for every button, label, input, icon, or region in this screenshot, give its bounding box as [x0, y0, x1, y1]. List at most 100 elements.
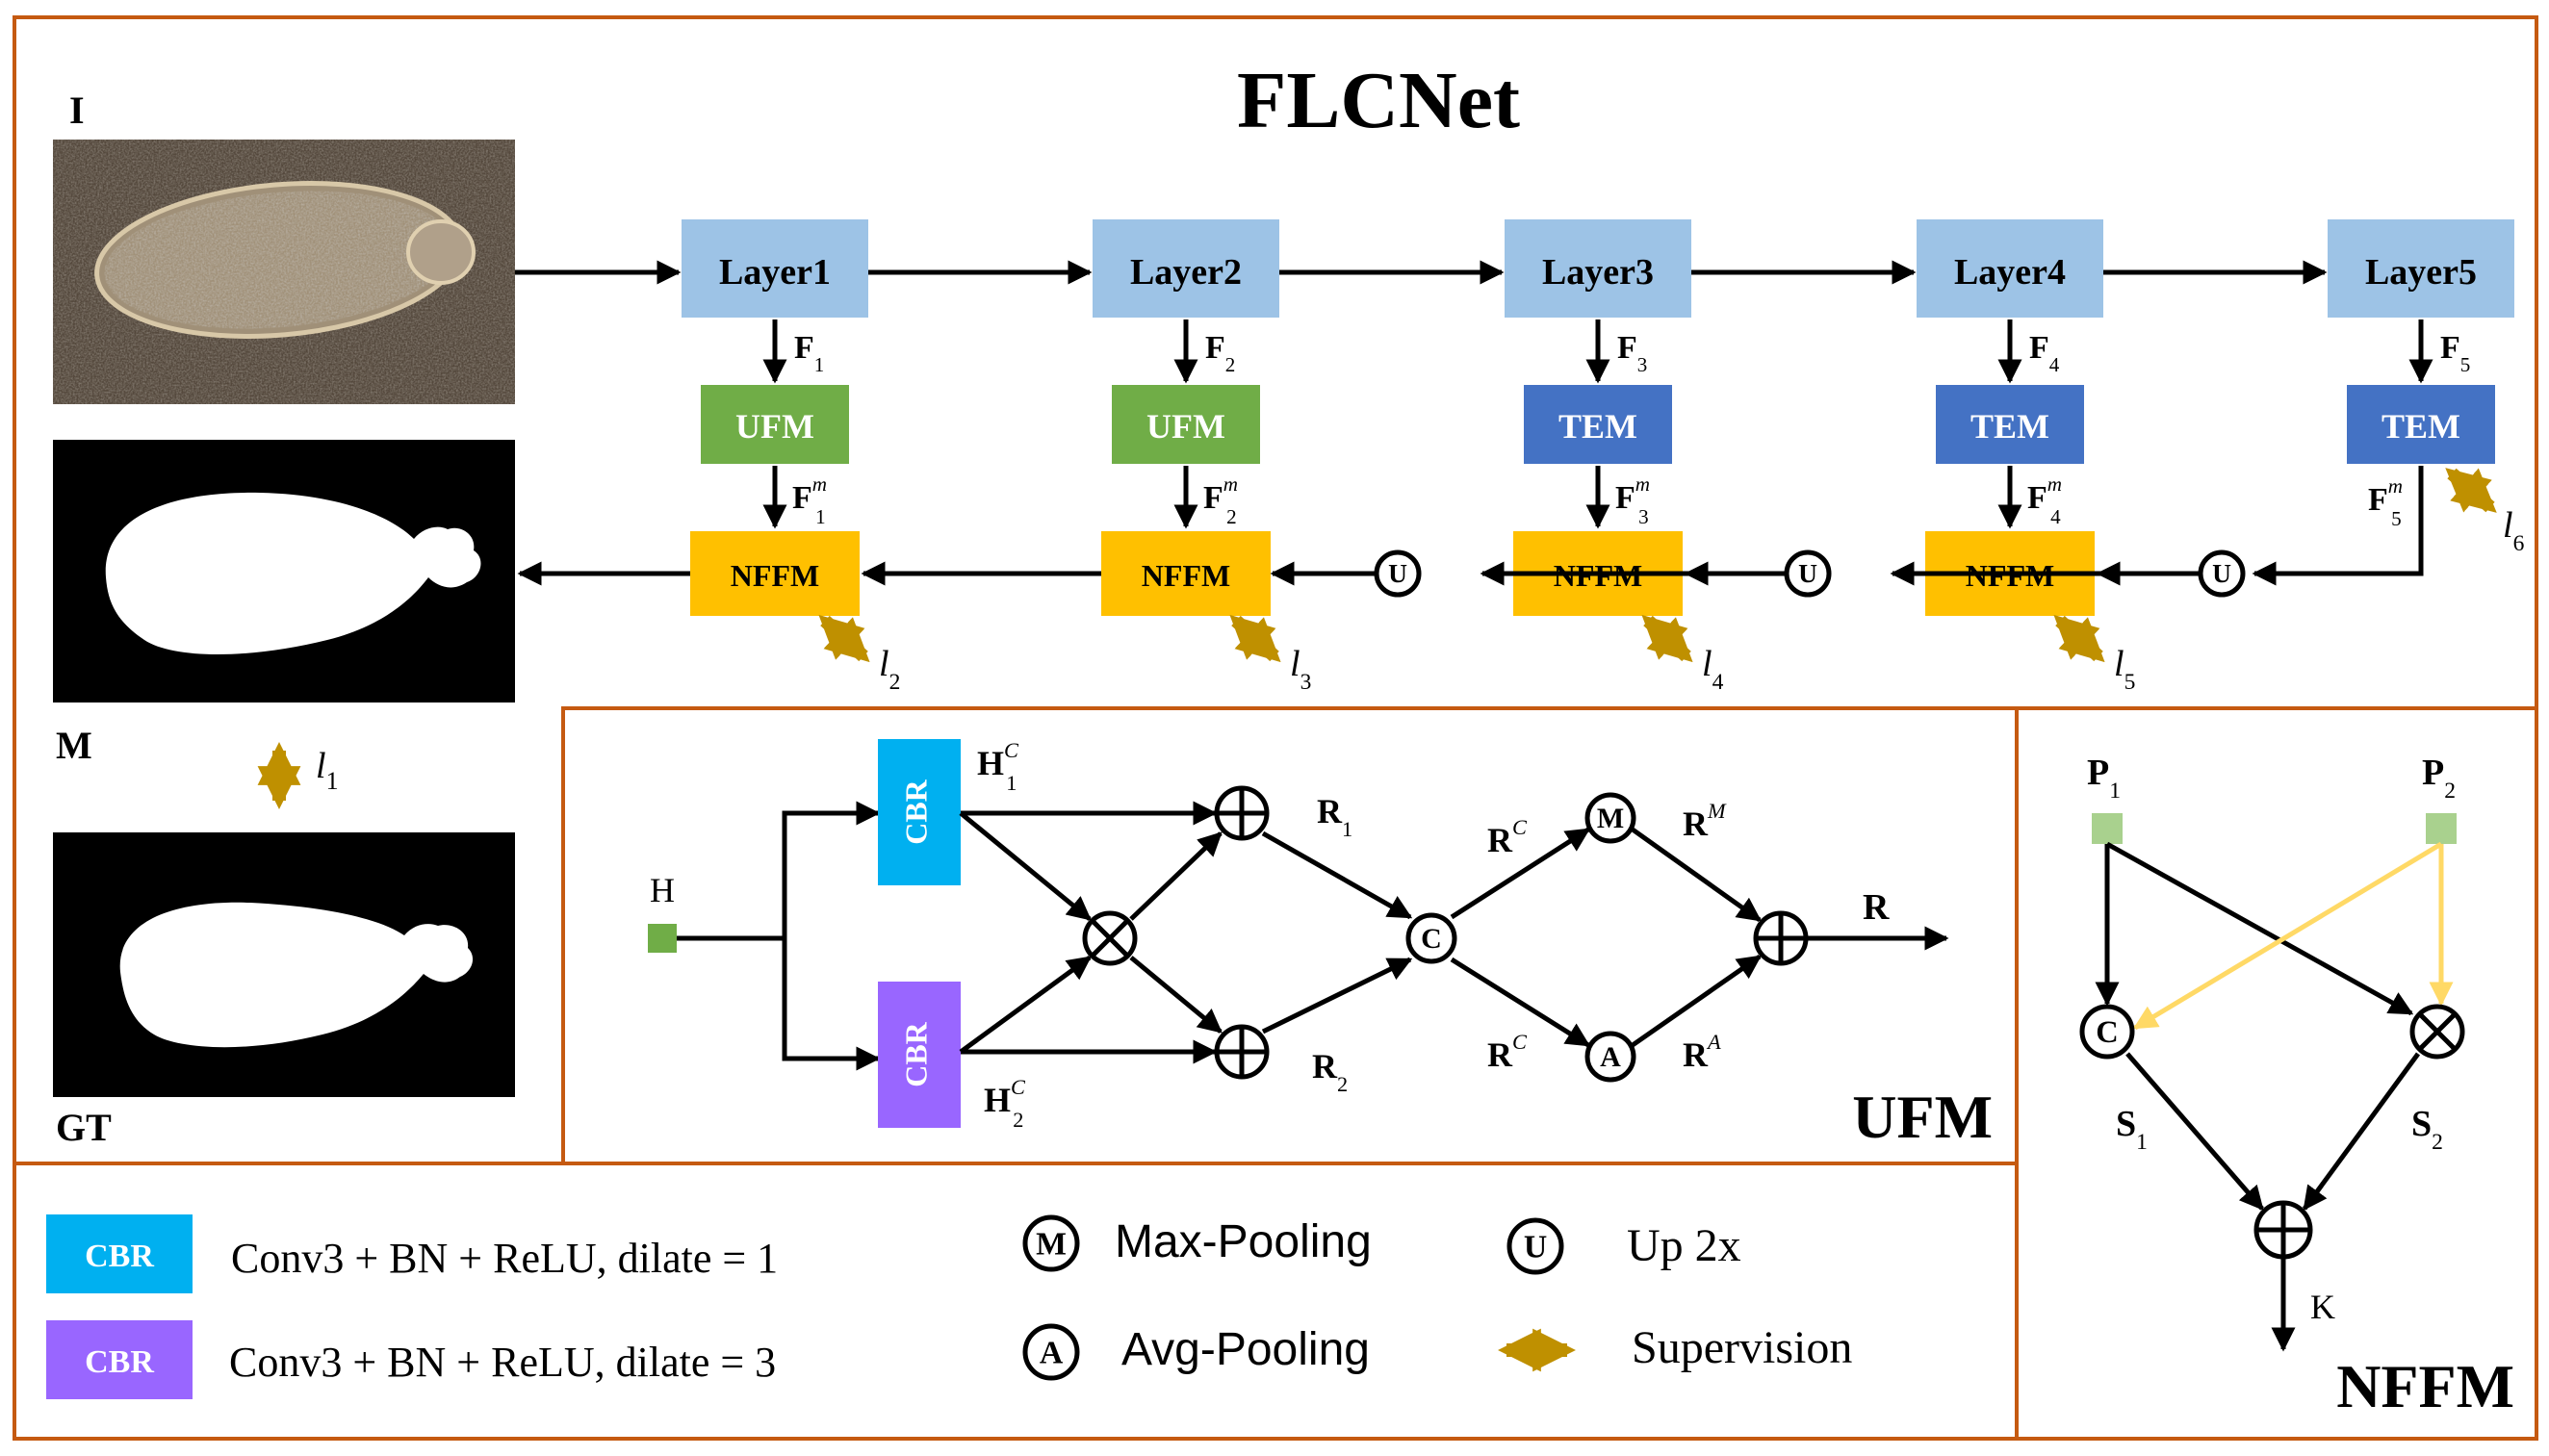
- module-block-1: UFM: [701, 385, 849, 464]
- feature-label-5: F5: [2440, 330, 2470, 376]
- nffm-s1-label: S1: [2116, 1104, 2148, 1155]
- arrow-s2-to-add: [2302, 1052, 2421, 1212]
- ufm-maxpool-node-symbol: M: [1597, 803, 1624, 834]
- layer-label-2: Layer2: [1130, 252, 1242, 293]
- nffm-p1-node: [2092, 813, 2123, 844]
- ufm-multiply-node: [1082, 910, 1138, 966]
- supervision-nffm-2: [1229, 614, 1281, 663]
- feature-label-5-base: F: [2440, 330, 2460, 366]
- nffm-p1-label-sub: 1: [2109, 779, 2121, 804]
- ufm-add-node-2: [1214, 1024, 1270, 1080]
- loss-label-2-sub: 2: [889, 670, 901, 695]
- module-box-1: [701, 385, 849, 464]
- ufm-ra-label: RA: [1683, 1030, 1721, 1074]
- legend-max-node-symbol: M: [1036, 1226, 1067, 1262]
- nffm-add-node: [2253, 1200, 2313, 1260]
- nffm-box-2: [1101, 531, 1271, 616]
- loss-label-4-sub: 4: [1712, 670, 1724, 695]
- ufm-avgpool-node-symbol: A: [1600, 1041, 1621, 1073]
- arrow-mult-to-add1: [1129, 831, 1223, 921]
- legend-up-node-ring: [1506, 1217, 1564, 1275]
- fused-feature-label-3-sub: 3: [1638, 505, 1649, 528]
- feature-label-2-base: F: [1205, 330, 1225, 366]
- ufm-input-node: [648, 924, 677, 953]
- ufm-r2-label-sub: 2: [1337, 1072, 1348, 1096]
- ufm-rm-label: RM: [1683, 799, 1727, 843]
- legend-avg-node-symbol: A: [1040, 1335, 1064, 1370]
- fused-feature-label-2-sup: m: [1223, 473, 1238, 496]
- legend-max-node: M: [1022, 1214, 1080, 1272]
- arrow-mult-to-add2: [1129, 956, 1223, 1034]
- arrow-r1-to-concat: [1261, 830, 1413, 920]
- legend-cbr3-text: Conv3 + BN + ReLU, dilate = 3: [229, 1339, 776, 1386]
- ufm-maxpool-node: M: [1584, 792, 1636, 844]
- ufm-output-add-node: [1753, 910, 1809, 966]
- loss-label-6: l6: [2503, 505, 2525, 556]
- nffm-s1-label-sub: 1: [2136, 1130, 2148, 1155]
- nffm-s2-label: S2: [2411, 1104, 2443, 1155]
- page-title: FLCNet: [1237, 56, 1520, 145]
- nffm-concat-node-ring: [2079, 1004, 2135, 1060]
- fused-feature-label-3-base: F: [1615, 480, 1635, 516]
- module-block-5: TEM: [2347, 385, 2495, 464]
- ufm-rc-bottom-label-base: R: [1487, 1035, 1513, 1074]
- layer-label-5: Layer5: [2365, 252, 2477, 293]
- module-box-3: [1524, 385, 1672, 464]
- layer-block-3: Layer3: [1505, 219, 1691, 318]
- ufm-ra-label-base: R: [1683, 1035, 1709, 1074]
- arrow-avg-to-add: [1631, 954, 1763, 1048]
- feature-label-3-sub: 3: [1637, 353, 1648, 376]
- feature-label-4: F4: [2029, 330, 2060, 376]
- legend-supervision: Supervision: [1498, 1322, 1852, 1373]
- upsample-node-1: U: [1374, 549, 1422, 598]
- ufm-h1-label-sub: 1: [1006, 771, 1017, 795]
- loss-label-5-sub: 5: [2124, 670, 2136, 695]
- arrow-concat-to-avg: [1450, 957, 1591, 1048]
- loss-l1-label: l1: [316, 746, 339, 795]
- module-label-1: UFM: [735, 407, 814, 446]
- fused-feature-label-4-base: F: [2027, 480, 2047, 516]
- layer-label-3: Layer3: [1542, 252, 1654, 293]
- ufm-cbr3-label: CBR: [898, 1021, 933, 1086]
- ufm-r1-label-sub: 1: [1342, 817, 1352, 841]
- legend-up-node-symbol: U: [1524, 1229, 1547, 1264]
- arrow-tem5-to-upsample: [2252, 466, 2424, 586]
- legend-avg-node-ring: [1022, 1323, 1080, 1381]
- loss-label-4: l4: [1702, 644, 1724, 695]
- feature-label-1-base: F: [794, 330, 814, 366]
- arrow-max-to-add: [1631, 827, 1763, 923]
- ufm-cbr1-label: CBR: [898, 779, 933, 844]
- times-b: [2418, 1012, 2457, 1051]
- arrow-concat-to-max: [1450, 827, 1591, 920]
- nffm-output-label: K: [2310, 1288, 2335, 1326]
- feature-label-4-sub: 4: [2049, 353, 2060, 376]
- ufm-h1-label-sup: C: [1004, 738, 1019, 762]
- ufm-ra-label-sup: A: [1706, 1030, 1721, 1054]
- feature-label-4-base: F: [2029, 330, 2049, 366]
- ufm-rc-top-label: RC: [1487, 815, 1528, 859]
- legend-cbr1-label: CBR: [85, 1239, 154, 1274]
- module-block-3: TEM: [1524, 385, 1672, 464]
- layer-box-4: [1917, 219, 2103, 318]
- nffm-panel-border: [2015, 706, 2538, 1441]
- feature-label-1-sub: 1: [814, 353, 825, 376]
- upsample-node-2: U: [1784, 549, 1832, 598]
- times-b: [1091, 919, 1129, 958]
- layer-box-1: [682, 219, 868, 318]
- loss-label-4-base: l: [1702, 644, 1712, 684]
- nffm-title: NFFM: [2336, 1352, 2514, 1420]
- mask-label: M: [56, 724, 92, 767]
- arrow-r2-to-concat: [1261, 957, 1413, 1035]
- loss-label-5: l5: [2114, 644, 2135, 695]
- fused-feature-label-5-sub: 5: [2391, 507, 2402, 530]
- supervision-nffm-4: [2053, 614, 2105, 663]
- layer-label-1: Layer1: [719, 252, 831, 293]
